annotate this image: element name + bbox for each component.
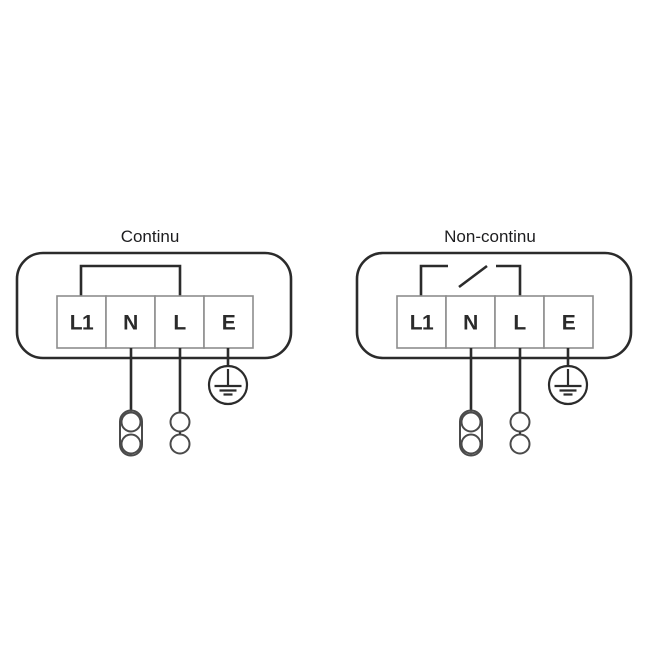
connector-capsule-circle-top [460, 411, 482, 433]
terminal-box-e[interactable] [543, 295, 594, 349]
switch-right-contact [496, 264, 522, 296]
terminal-label-l1: L1 [70, 312, 94, 335]
connector-circle-l-bottom [509, 433, 531, 455]
wire-connectors-continu [119, 409, 191, 457]
connector-capsule-circle-bottom [460, 433, 482, 455]
switch-blade [458, 264, 488, 289]
connector-capsule-circle-top [120, 411, 142, 433]
earth-ground-icon [207, 364, 249, 406]
diagram-continu: Continu L1 N L E [15, 227, 293, 457]
diagram-title-non-continu: Non-continu [444, 227, 536, 246]
terminal-label-e: E [222, 312, 236, 335]
diagram-title-continu: Continu [121, 227, 180, 246]
terminal-box-l1[interactable] [56, 295, 107, 349]
connector-circle-l-bottom [169, 433, 191, 455]
terminal-box-l[interactable] [154, 295, 205, 349]
terminal-label-l: L [513, 312, 526, 335]
earth-ground-icon [547, 364, 589, 406]
connector-circle-l-top [509, 411, 531, 433]
connector-capsule-circle-bottom [120, 433, 142, 455]
jumper-bridge-continu [79, 264, 182, 296]
terminal-box-n[interactable] [445, 295, 496, 349]
terminal-label-n: N [123, 312, 138, 335]
wire-connectors-non-continu [459, 409, 531, 457]
connector-circle-l-top [169, 411, 191, 433]
drop-wires-non-continu [469, 348, 570, 413]
terminal-label-l: L [173, 312, 186, 335]
terminal-block-continu: L1 N L E [56, 295, 254, 349]
open-switch-icon [419, 264, 522, 296]
terminal-label-e: E [562, 312, 576, 335]
terminal-block-non-continu: L1 N L E [396, 295, 594, 349]
terminal-label-n: N [463, 312, 478, 335]
switch-left-contact [419, 264, 448, 296]
drop-wires-continu [129, 348, 230, 413]
diagram-non-continu: Non-continu L1 N L E [355, 227, 633, 457]
terminal-label-l1: L1 [410, 312, 434, 335]
